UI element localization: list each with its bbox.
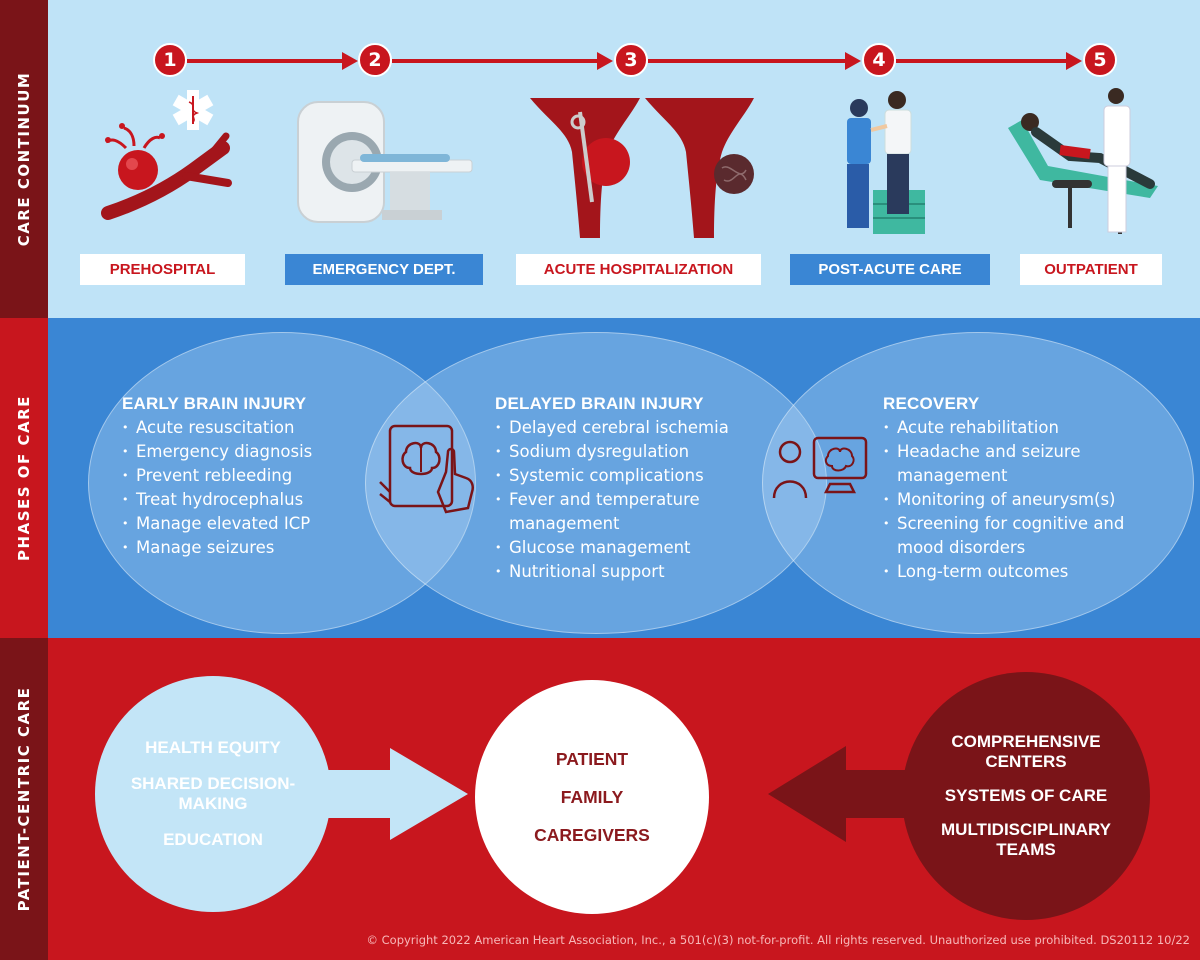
center-family: FAMILY: [560, 787, 624, 807]
phase-title: DELAYED BRAIN INJURY: [495, 394, 704, 413]
phase-item: Glucose management: [495, 536, 765, 560]
step-number-2: 2: [358, 43, 392, 77]
arrow-right-icon: [290, 748, 468, 840]
arrow-head-icon: [845, 52, 861, 70]
system-comprehensive-centers: COMPREHENSIVE CENTERS: [951, 732, 1101, 771]
ct-scanner-icon: [297, 101, 473, 223]
phase-item: Delayed cerebral ischemia: [495, 416, 765, 440]
phase-item: Screening for cognitive and mood disorde…: [883, 512, 1147, 560]
phase-item: Emergency diagnosis: [122, 440, 367, 464]
care-continuum-sidebar: CARE CONTINUUM: [0, 0, 48, 318]
phase-item: Manage elevated ICP: [122, 512, 367, 536]
patient-family-circle: PATIENT FAMILY CAREGIVERS: [475, 680, 709, 914]
principle-shared-decision-making: SHARED DECISION-MAKING: [130, 774, 296, 813]
stage-label-acute-hospitalization: ACUTE HOSPITALIZATION: [516, 254, 761, 285]
phase-delayed-brain-injury: DELAYED BRAIN INJURY Delayed cerebral is…: [495, 394, 765, 584]
phase-item: Prevent rebleeding: [122, 464, 367, 488]
stage-label-post-acute-care: POST-ACUTE CARE: [790, 254, 990, 285]
arrow-head-icon: [342, 52, 358, 70]
arrow-head-icon: [1066, 52, 1082, 70]
stage-label-prehospital: PREHOSPITAL: [80, 254, 245, 285]
phase-title: RECOVERY: [883, 394, 980, 413]
patient-centric-care-sidebar: PATIENT-CENTRIC CARE: [0, 638, 48, 960]
step-number-5: 5: [1083, 43, 1117, 77]
phase-item: Acute rehabilitation: [883, 416, 1173, 440]
center-caregivers: CAREGIVERS: [534, 825, 650, 845]
phase-item: Sodium dysregulation: [495, 440, 765, 464]
step-connector-2-3: [392, 59, 600, 63]
phase-title: EARLY BRAIN INJURY: [122, 394, 307, 413]
systems-circle: COMPREHENSIVE CENTERS SYSTEMS OF CARE MU…: [902, 672, 1150, 920]
phase-item: Treat hydrocephalus: [122, 488, 367, 512]
phase-recovery: RECOVERY Acute rehabilitation Headache a…: [883, 394, 1173, 584]
principle-health-equity: HEALTH EQUITY: [145, 738, 281, 757]
arrow-head-icon: [597, 52, 613, 70]
phase-early-brain-injury: EARLY BRAIN INJURY Acute resuscitation E…: [122, 394, 367, 560]
principle-education: EDUCATION: [163, 830, 263, 849]
system-systems-of-care: SYSTEMS OF CARE: [944, 786, 1108, 805]
phase-item: Manage seizures: [122, 536, 367, 560]
clipped-coiled-aneurysm-icon: [530, 98, 754, 238]
phase-item: Long-term outcomes: [883, 560, 1173, 584]
care-principles-circle: HEALTH EQUITY SHARED DECISION-MAKING EDU…: [95, 676, 331, 912]
doctor-consultation-icon: [1008, 88, 1158, 234]
center-patient: PATIENT: [555, 749, 629, 769]
aneurysm-vessel-icon: [101, 90, 232, 220]
phase-item: Systemic complications: [495, 464, 765, 488]
step-number-4: 4: [862, 43, 896, 77]
phase-item: Monitoring of aneurysm(s): [883, 488, 1173, 512]
phase-item: Headache and seizure management: [883, 440, 1137, 488]
stage-label-outpatient: OUTPATIENT: [1020, 254, 1162, 285]
care-continuum-label: CARE CONTINUUM: [15, 71, 33, 247]
rehabilitation-stairs-icon: [847, 91, 925, 234]
step-connector-4-5: [896, 59, 1069, 63]
brain-tablet-icon: [379, 424, 474, 514]
step-connector-3-4: [648, 59, 848, 63]
phase-item: Fever and temperature management: [495, 488, 744, 536]
phase-item: Acute resuscitation: [122, 416, 367, 440]
patient-centric-care-label: PATIENT-CENTRIC CARE: [15, 686, 33, 912]
phase-item: Nutritional support: [495, 560, 765, 584]
step-number-1: 1: [153, 43, 187, 77]
person-monitor-icon: [772, 436, 868, 499]
copyright-notice: © Copyright 2022 American Heart Associat…: [366, 933, 1190, 947]
phases-of-care-label: PHASES OF CARE: [15, 395, 33, 561]
stage-label-emergency-dept: EMERGENCY DEPT.: [285, 254, 483, 285]
system-multidisciplinary-teams: MULTIDISCIPLINARY TEAMS: [941, 820, 1111, 859]
phases-of-care-sidebar: PHASES OF CARE: [0, 318, 48, 638]
step-number-3: 3: [614, 43, 648, 77]
step-connector-1-2: [187, 59, 345, 63]
